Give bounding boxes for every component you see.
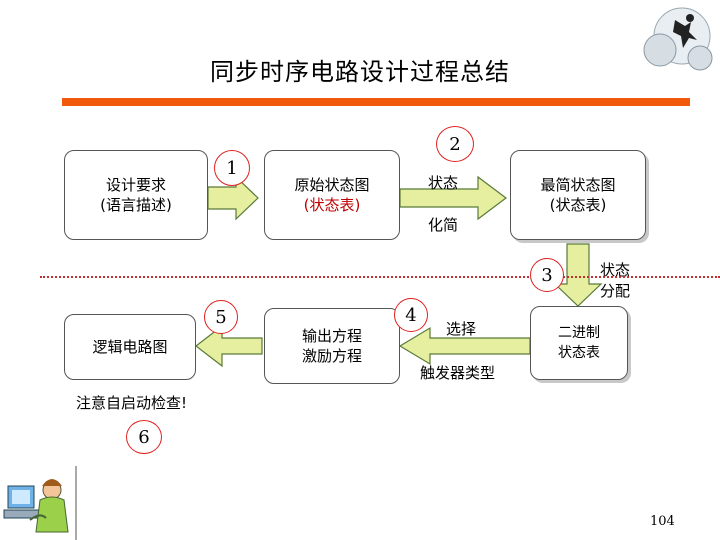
step-circle-5: 5 — [204, 300, 238, 334]
step-circle-2: 2 — [436, 126, 474, 162]
binary-state-table-box: 二进制 状态表 — [530, 306, 628, 380]
logic-circuit-box: 逻辑电路图 — [64, 314, 196, 380]
design-req-line2: (语言描述) — [100, 196, 172, 214]
output-eq-line1: 输出方程 — [301, 327, 362, 345]
logic-circuit-line1: 逻辑电路图 — [92, 338, 168, 356]
computer-user-icon — [3, 479, 69, 533]
step-circle-6: 6 — [126, 420, 162, 454]
binary-table-line1: 二进制 — [558, 325, 600, 341]
arrow-2 — [399, 175, 507, 221]
min-state-box: 最简状态图 (状态表) — [510, 150, 646, 240]
original-state-line1: 原始状态图 — [294, 176, 370, 194]
step-circle-3: 3 — [530, 258, 564, 292]
page-number: 104 — [650, 514, 675, 529]
min-state-line2: (状态表) — [549, 196, 607, 214]
arrow-3 — [553, 243, 603, 307]
label-state-assign-top: 状态 — [600, 261, 631, 279]
design-requirement-box: 设计要求 (语言描述) — [64, 150, 208, 240]
step-circle-4: 4 — [394, 298, 428, 332]
arrow-4 — [398, 326, 531, 366]
title-underline — [62, 98, 690, 106]
output-eq-line2: 激励方程 — [301, 347, 362, 365]
original-state-line2: (状态表) — [303, 196, 361, 214]
design-req-line1: 设计要求 — [105, 176, 166, 194]
label-select-top: 选择 — [446, 320, 477, 338]
label-state-reduction-bottom: 化简 — [428, 216, 459, 234]
arrow-5 — [195, 324, 263, 368]
runner-logo-icon — [643, 7, 713, 71]
min-state-line1: 最简状态图 — [540, 176, 616, 194]
section-divider — [40, 276, 720, 278]
label-select-bottom: 触发器类型 — [420, 364, 496, 382]
label-state-reduction-top: 状态 — [428, 174, 459, 192]
output-equation-box: 输出方程 激励方程 — [264, 308, 400, 384]
binary-table-line2: 状态表 — [558, 345, 600, 361]
original-state-box: 原始状态图 (状态表) — [264, 150, 400, 240]
label-state-assign-bottom: 分配 — [600, 282, 631, 300]
self-start-check-note: 注意自启动检查! — [76, 394, 188, 412]
slide-title: 同步时序电路设计过程总结 — [210, 58, 510, 86]
step-circle-1: 1 — [214, 150, 250, 186]
